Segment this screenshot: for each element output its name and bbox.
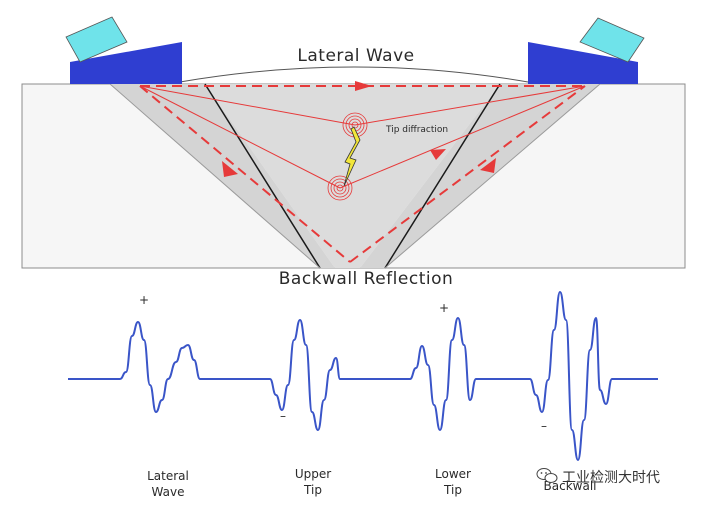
watermark-text: 工业检测大时代 [562,470,660,486]
watermark: 工业检测大时代 [536,468,660,486]
receiver-probe [528,17,645,84]
transmitter-wedge [70,42,182,84]
lateral-wave-arc [179,66,529,83]
beam-outer-right [384,83,601,269]
backwall-reflection-label: Backwall Reflection [279,269,454,289]
signal-label-lower: Lower Tip [435,467,471,497]
wechat-icon [536,468,558,483]
lower-plus-mark: + [439,301,449,315]
a-scan-signal [67,290,658,462]
lower-tip-arrow [430,149,446,160]
lateral-wave-arrow [355,81,372,91]
backwall-arrow-down [222,161,238,177]
transmitter-crystal [65,16,128,63]
beam-edge-left [204,83,321,269]
lower-tip-diffraction [327,175,353,201]
tip-diffraction-label: Tip diffraction [385,125,448,135]
signal-label-upper-line2: Tip [303,483,322,497]
signal-label-lateral: Lateral Wave [147,469,189,499]
backwall-minus-mark: – [541,419,547,433]
signal-label-lateral-line1: Lateral [147,469,189,483]
transmitter-probe [65,16,182,84]
signal-label-upper: Upper Tip [295,467,331,497]
receiver-wedge [528,42,638,84]
ray-upper-tip-rx [354,85,586,126]
beam-outer-left [109,83,321,269]
lateral-plus-mark: + [139,293,149,307]
receiver-beam-cone [360,84,600,268]
signal-label-lateral-line2: Wave [152,485,185,499]
backwall-ray-down [139,85,351,263]
crack [343,126,361,187]
ray-tx-upper-tip [139,85,356,126]
beam-edge-right [384,83,501,269]
upper-minus-mark: – [280,409,286,423]
transmitter-beam-cone [110,84,335,268]
beam-overlap [205,84,500,268]
receiver-crystal [579,17,645,63]
ray-lower-tip-rx [339,85,586,189]
ray-tx-lower-tip [139,85,341,189]
lateral-wave-label: Lateral Wave [297,46,414,66]
signal-label-backwall: Backwall [544,479,597,493]
backwall-ray-up [349,85,586,263]
signal-label-backwall-line2: Backwall [544,479,597,493]
backwall-arrow-up [480,158,496,173]
signal-label-lower-line2: Tip [443,483,462,497]
signal-label-upper-line1: Upper [295,467,331,481]
signal-label-lower-line1: Lower [435,467,471,481]
